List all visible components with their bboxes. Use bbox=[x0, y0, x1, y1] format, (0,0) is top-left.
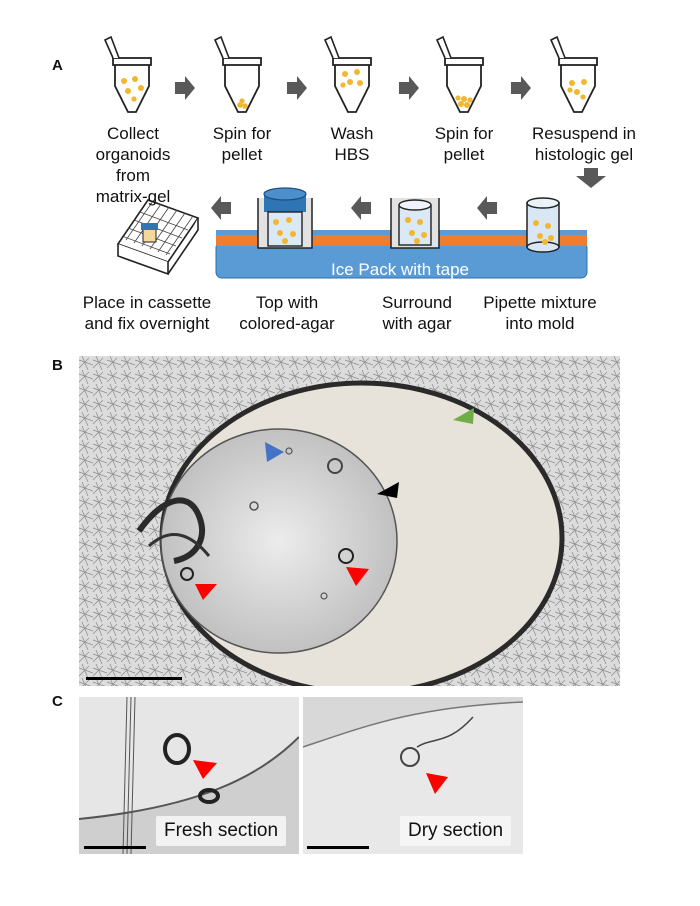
micrograph-whole-mount bbox=[79, 356, 620, 686]
arrow-step4-icon bbox=[511, 76, 531, 100]
scale-bar-dry bbox=[307, 846, 369, 849]
step-cassette-label: Place in cassette and fix overnight bbox=[82, 293, 212, 333]
mold-agar-icon bbox=[390, 198, 440, 249]
dry-section-caption: Dry section bbox=[400, 816, 512, 846]
step-colored-agar-label: Top with colored-agar bbox=[239, 293, 335, 333]
fresh-section-caption: Fresh section bbox=[156, 816, 287, 846]
panel-c-label: C bbox=[52, 693, 63, 710]
green-arrowhead-icon bbox=[453, 408, 474, 424]
panel-b-label: B bbox=[52, 357, 63, 374]
cassette-icon bbox=[116, 199, 200, 276]
tube-spin2-icon bbox=[436, 36, 484, 113]
step-surround-label: Surround with agar bbox=[382, 293, 452, 333]
mold-pipette-icon bbox=[526, 197, 560, 253]
arrow-down-icon bbox=[576, 168, 606, 188]
workflow-diagram bbox=[104, 36, 606, 279]
red-arrowhead-icon bbox=[195, 584, 217, 600]
black-arrowhead-icon bbox=[377, 482, 399, 498]
tube-wash-icon bbox=[324, 36, 372, 113]
tube-resuspend-icon bbox=[550, 36, 598, 113]
blue-arrowhead-icon bbox=[265, 442, 284, 462]
ice-pack-label: Ice Pack with tape bbox=[331, 260, 469, 279]
arrow-cassette-icon bbox=[211, 196, 231, 220]
step-wash-label: Wash HBS bbox=[330, 124, 374, 164]
scale-bar-fresh bbox=[84, 846, 146, 849]
mold-colored-agar-icon bbox=[257, 187, 313, 249]
red-arrowhead-icon bbox=[193, 760, 217, 779]
arrow-step3-icon bbox=[399, 76, 419, 100]
step-spin2-label: Spin for pellet bbox=[434, 124, 494, 164]
arrow-step2-icon bbox=[287, 76, 307, 100]
scale-bar-b bbox=[86, 677, 182, 680]
panel-a-label: A bbox=[52, 57, 63, 74]
red-arrowhead-icon bbox=[426, 773, 448, 794]
step-pipette-label: Pipette mixture into mold bbox=[483, 293, 597, 333]
micrograph-dry-section bbox=[303, 697, 523, 854]
arrow-agar-icon bbox=[351, 196, 371, 220]
red-arrowhead-icon bbox=[346, 567, 369, 586]
tube-spin-icon bbox=[214, 36, 262, 113]
step-resuspend-label: Resuspend in histologic gel bbox=[532, 124, 636, 164]
step-spin-label: Spin for pellet bbox=[212, 124, 272, 164]
step-collect-label: Collect organoids from matrix-gel bbox=[95, 124, 171, 206]
tube-collect-icon bbox=[104, 36, 152, 113]
arrow-step1-icon bbox=[175, 76, 195, 100]
arrow-mold-icon bbox=[477, 196, 497, 220]
